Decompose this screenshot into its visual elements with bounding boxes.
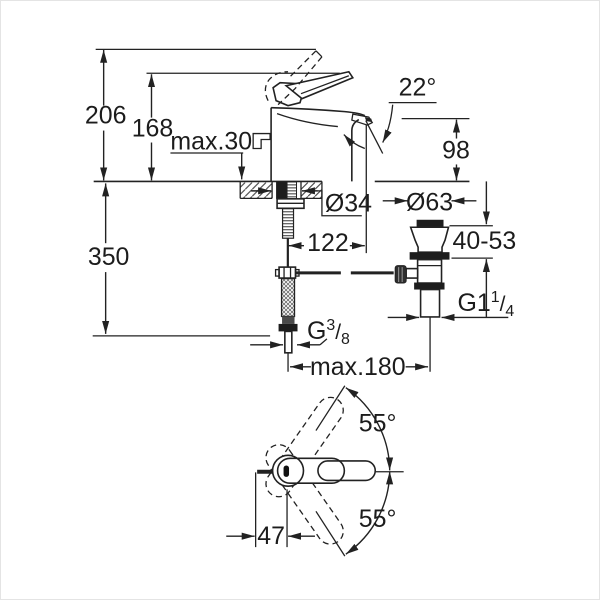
dim-group-clamping-range: 40-53 <box>449 181 517 317</box>
lever-dashed-down <box>265 444 344 545</box>
hose-pipe-end <box>284 330 293 354</box>
aerator <box>351 113 374 126</box>
dim-group-mounting-thickness: max.30 <box>170 128 252 180</box>
counter-edges <box>239 181 323 199</box>
lever-dashed-up <box>265 396 344 498</box>
plan-view: 55° 55° 47 <box>226 385 404 557</box>
swivel-arc-up <box>345 387 394 471</box>
mounting-and-hose <box>274 181 394 372</box>
hose-nut <box>278 323 298 332</box>
faucet-body <box>252 106 374 182</box>
threaded-stud <box>281 207 295 239</box>
shank-thread <box>286 181 298 200</box>
side-view: 22° 206 168 max.30 98 <box>85 48 517 381</box>
lever-plan-solid <box>271 454 377 487</box>
lever-raised-tip <box>315 50 323 58</box>
braided-hose <box>280 277 296 318</box>
dim-max-waste-rod-reach: max.180 <box>310 353 406 381</box>
dim-group-total-height: 206 <box>85 48 316 181</box>
spout-angle-annotation: 22° <box>343 74 437 154</box>
dim-group-flange-diameter: Ø63 <box>382 188 477 216</box>
dim-group-supply-thread: G3/8 <box>250 317 350 349</box>
dim-max-mounting-thickness: max.30 <box>170 128 252 156</box>
dim-group-spout-projection: 122 <box>288 124 367 257</box>
ext-lines-47 <box>255 472 288 548</box>
knob-ridges <box>398 267 403 283</box>
waste-clamp-nut <box>414 282 445 290</box>
dim-spout-outlet-height: 98 <box>442 136 470 164</box>
dim-waste-flange-diameter: Ø63 <box>406 188 453 216</box>
dia34-leader <box>317 190 362 217</box>
dim-group-waste-thread: G11/4 <box>387 289 514 322</box>
dim-spout-angle: 22° <box>399 74 437 102</box>
dim-group-waste-rod-reach: max.180 <box>290 353 429 381</box>
dim-supply-hose-length: 350 <box>88 243 130 271</box>
lever-boss-dashed <box>264 71 289 101</box>
swivel-angle-annotation: 55° 55° <box>315 385 397 557</box>
fitting-lines <box>283 267 292 279</box>
pullrod-knob-side <box>252 132 271 150</box>
waste-rod-port <box>405 267 419 279</box>
lever-arm <box>284 70 355 100</box>
angle-arc-left <box>343 134 366 150</box>
lever-slot <box>283 465 290 477</box>
rod-cross-fitting <box>278 266 297 279</box>
cartridge-circle <box>271 454 305 487</box>
counter-section <box>93 180 470 199</box>
dim-mounting-hole-diameter: Ø34 <box>325 189 372 217</box>
body-right-edge <box>351 118 360 182</box>
dim-clamping-range: 40-53 <box>453 227 517 255</box>
aerator-outlet <box>364 117 373 123</box>
dim-group-lever-offset: 47 <box>226 472 315 550</box>
swivel-radial-up <box>315 385 346 431</box>
waste-collar <box>409 252 450 260</box>
dim-lever-swivel-up: 55° <box>359 410 397 438</box>
waste-flange <box>409 226 450 253</box>
dim-group-hole-diameter: Ø34 <box>251 187 372 217</box>
waste-cap <box>416 219 444 228</box>
dim-lever-rear-offset: 47 <box>257 522 285 550</box>
swivel-radial-down <box>315 510 346 557</box>
dim-group-spout-height: 98 <box>401 117 470 181</box>
lever-raised-dashed <box>277 50 323 106</box>
waste-body <box>416 258 443 284</box>
drain-assembly <box>394 219 450 372</box>
dim-spout-projection: 122 <box>307 229 349 257</box>
lever-arm-line <box>300 75 350 95</box>
angle-arc-right <box>382 104 394 143</box>
swivel-arc-down <box>345 471 394 555</box>
waste-tailpipe <box>419 288 441 318</box>
lever-swivel-dashed <box>265 396 344 545</box>
spout-axis-line <box>365 120 384 154</box>
hose-connector <box>282 316 295 324</box>
dim-height-to-lever: 168 <box>132 115 174 143</box>
fitting-tab-left <box>274 268 280 277</box>
lever-body-outline <box>276 457 346 484</box>
body-top-edge <box>271 106 366 117</box>
dim-total-height: 206 <box>85 102 127 130</box>
dim-waste-thread: G11/4 <box>457 289 514 320</box>
dim-lever-swivel-down: 55° <box>359 505 397 533</box>
dim-supply-thread: G3/8 <box>307 317 350 348</box>
dim-group-hose-length: 350 <box>88 183 271 337</box>
waste-rod-knob <box>394 265 407 284</box>
mounting-shank <box>276 181 288 199</box>
lever-handle <box>264 50 355 107</box>
body-top-contour <box>276 113 338 128</box>
g38-leader <box>319 338 328 346</box>
dim-group-height-to-lever: 168 <box>132 72 340 181</box>
